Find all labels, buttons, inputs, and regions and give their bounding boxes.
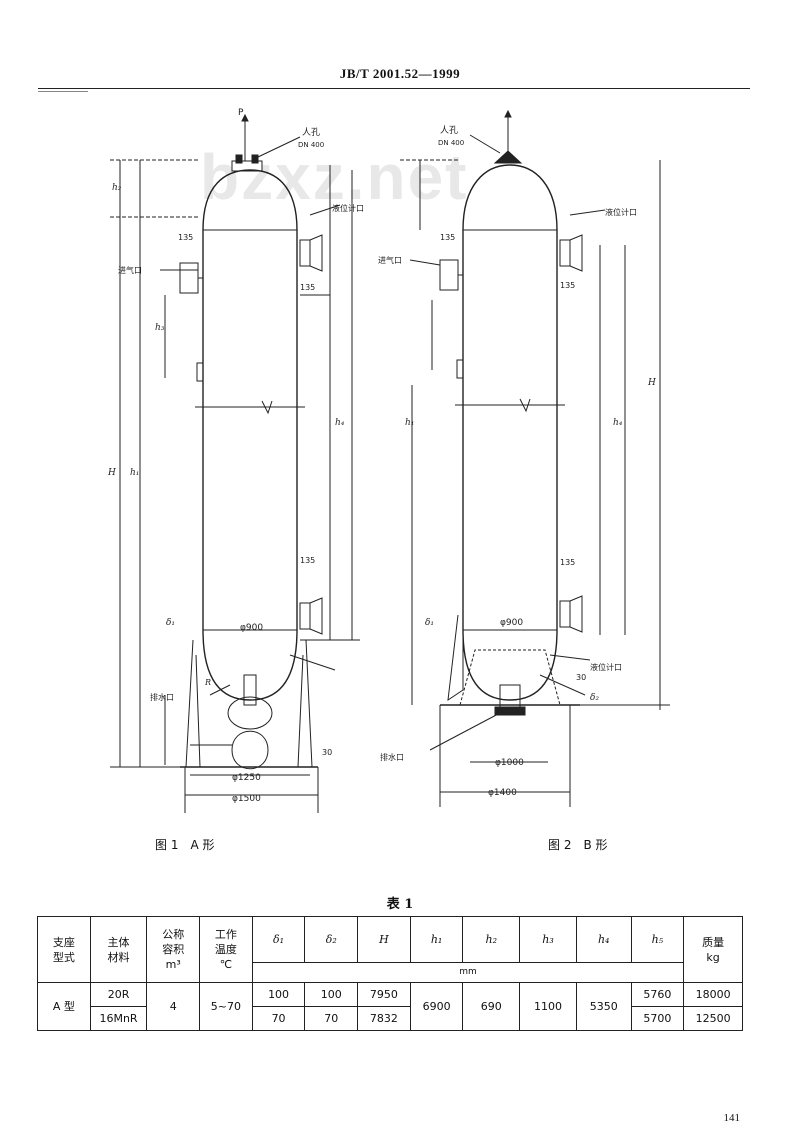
fig1-dim-135-top: 135 <box>178 233 193 242</box>
th-h4: h₄ <box>575 916 632 963</box>
fig2-dia-base-in: φ1000 <box>495 758 524 768</box>
fig1-dim-h: H <box>107 468 116 478</box>
watermark: bzxz.net <box>200 141 469 213</box>
header-rule <box>38 88 750 89</box>
fig1-label-inlet: 进气口 <box>118 265 142 275</box>
th-h5: h₅ <box>630 916 685 963</box>
fig2-label-a-port: 液位计口 <box>605 207 637 217</box>
figure-2-caption: 图 2 B 形 <box>548 838 608 852</box>
th-s1: δ₁ <box>251 916 306 963</box>
cell-h1: 6900 <box>409 982 464 1031</box>
cell-temp: 5~70 <box>199 982 253 1031</box>
fig1-dim-s1: δ₁ <box>166 618 175 628</box>
th-temp: 工作 温度 ℃ <box>199 916 253 983</box>
fig2-label-inlet: 进气口 <box>378 255 402 265</box>
th-support: 支座 型式 <box>37 916 91 983</box>
cell-h-1: 7950 <box>357 982 411 1007</box>
standard-header: JB/T 2001.52—1999 <box>339 66 461 81</box>
table-header-row: 支座 型式 主体 材料 公称 容积 m³ 工作 温度 ℃ δ₁ δ₂ H h₁ … <box>37 916 743 983</box>
fig2-dim-h4: h₄ <box>613 418 623 428</box>
fig2-dim-h: H <box>647 378 656 388</box>
fig1-label-a-port: 液位计口 <box>332 203 364 213</box>
fig2-label-a-port-low: 液位计口 <box>590 662 622 672</box>
cell-h4: 5350 <box>575 982 632 1031</box>
cell-s2-1: 100 <box>304 982 359 1007</box>
fig2-dia-base-out: φ1400 <box>488 788 517 798</box>
cell-h-2: 7832 <box>357 1006 411 1031</box>
fig1-label-p: P <box>238 108 244 118</box>
cell-s1-1: 100 <box>251 982 306 1007</box>
cell-material-1: 20R <box>89 982 148 1007</box>
cell-s2-2: 70 <box>304 1006 359 1031</box>
fig2-label-manhole: 人孔 <box>440 125 458 136</box>
cell-material-2: 16MnR <box>89 1006 148 1031</box>
cell-s1-2: 70 <box>251 1006 306 1031</box>
table-row: 16MnR 70 70 7832 5700 12500 <box>38 1006 743 1031</box>
cell-mass-1: 18000 <box>683 982 743 1007</box>
cell-mass-2: 12500 <box>683 1006 743 1031</box>
header-rule-short <box>38 91 88 92</box>
th-h3: h₃ <box>519 916 577 963</box>
cell-h3: 1100 <box>519 982 577 1031</box>
fig2-dim-135-top: 135 <box>440 233 455 242</box>
fig1-dia-shell: φ900 <box>240 623 263 633</box>
fig1-dim-h3: h₃ <box>155 323 165 333</box>
unit-cell: mm <box>251 962 685 983</box>
th-material: 主体 材料 <box>89 916 148 983</box>
th-h: H <box>357 916 411 963</box>
table-title: 表 1 <box>386 897 414 912</box>
th-h1: h₁ <box>409 916 464 963</box>
fig2-dim-s1: δ₁ <box>425 618 434 628</box>
cell-volume: 4 <box>146 982 201 1031</box>
table-row: A 型 20R 4 5~70 100 100 7950 6900 690 110… <box>37 982 743 1031</box>
spec-table: 支座 型式 主体 材料 公称 容积 m³ 工作 温度 ℃ δ₁ δ₂ H h₁ … <box>37 916 743 1031</box>
figure-1-caption: 图 1 A 形 <box>155 838 215 852</box>
cell-h5-2: 5700 <box>630 1006 685 1031</box>
fig1-dim-h4: h₄ <box>335 418 345 428</box>
figure-a-vessel <box>110 113 360 813</box>
fig1-dim-135-low: 135 <box>300 556 315 565</box>
th-s2: δ₂ <box>304 916 359 963</box>
fig1-dim-135-mid: 135 <box>300 283 315 292</box>
fig1-dim-r: R <box>204 678 211 687</box>
fig1-dim-30: 30 <box>322 748 332 757</box>
page-number: 141 <box>723 1112 741 1124</box>
fig2-dim-135-mid: 135 <box>560 281 575 290</box>
fig1-label-manhole: 人孔 <box>302 127 320 138</box>
fig1-label-drain: 排水口 <box>150 692 174 702</box>
fig2-dim-h1: h₁ <box>405 418 414 428</box>
fig1-dim-h2: h₂ <box>112 183 122 193</box>
fig2-dim-30: 30 <box>576 673 586 682</box>
fig1-dia-base-in: φ1250 <box>232 773 261 783</box>
th-h2: h₂ <box>462 916 521 963</box>
fig1-dia-base-out: φ1500 <box>232 794 261 804</box>
th-mass: 质量 kg <box>683 916 743 983</box>
fig1-label-manhole-dn: DN 400 <box>298 141 324 149</box>
th-volume: 公称 容积 m³ <box>146 916 201 983</box>
cell-h5-1: 5760 <box>630 982 685 1007</box>
fig2-dim-s2: δ₂ <box>590 693 599 703</box>
fig2-dim-135-low: 135 <box>560 558 575 567</box>
fig2-dia-shell: φ900 <box>500 618 523 628</box>
figure-b-vessel <box>400 109 670 807</box>
fig2-label-manhole-dn: DN 400 <box>438 139 464 147</box>
fig2-label-drain: 排水口 <box>380 752 404 762</box>
fig1-dim-h1: h₁ <box>130 468 139 478</box>
technical-drawing: P 人孔 DN 400 液位计口 进气口 135 135 135 δ₁ φ900… <box>107 108 670 813</box>
cell-h2: 690 <box>462 982 521 1031</box>
cell-support: A 型 <box>37 982 91 1031</box>
